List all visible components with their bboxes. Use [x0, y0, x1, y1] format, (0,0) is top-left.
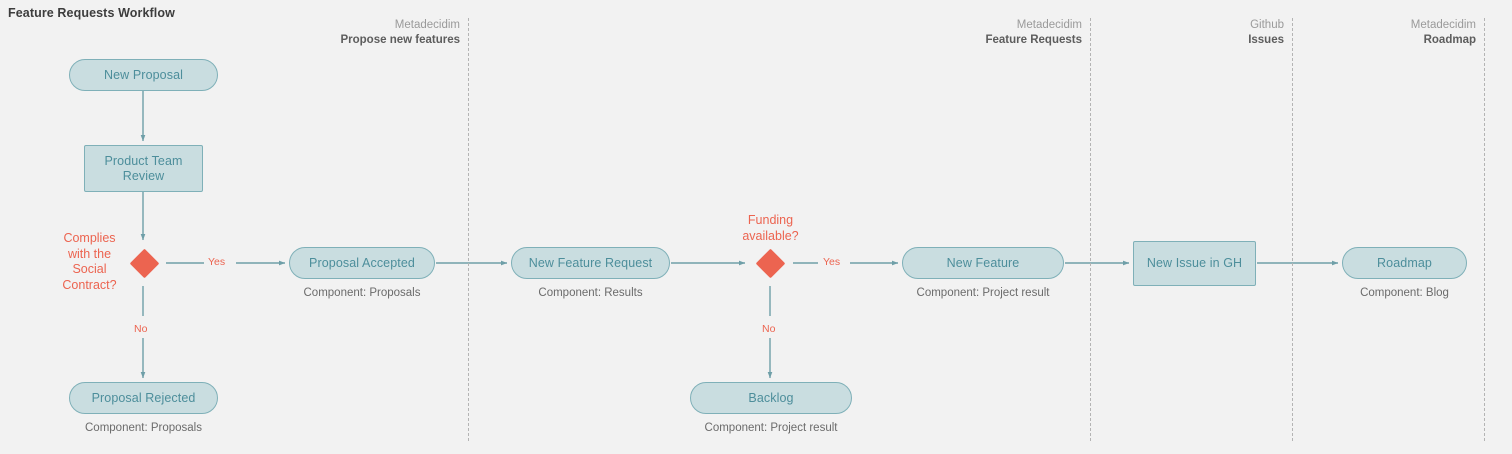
node-new-issue-in-gh[interactable]: New Issue in GH: [1133, 241, 1256, 286]
lane-divider-github-issues: [1292, 18, 1293, 441]
node-roadmap[interactable]: Roadmap: [1342, 247, 1467, 279]
edge-label-social-contract-yes: Yes: [208, 256, 226, 268]
node-label: Backlog: [748, 390, 794, 405]
node-new-proposal[interactable]: New Proposal: [69, 59, 218, 91]
node-caption-new-feature-request: Component: Results: [538, 287, 643, 299]
node-label: Proposal Accepted: [309, 255, 415, 270]
node-label: New Issue in GH: [1146, 256, 1243, 270]
node-caption-backlog: Component: Project result: [704, 422, 838, 434]
lane-divider-roadmap: [1484, 18, 1485, 441]
decision-question-funding-available: Funding available?: [742, 213, 799, 243]
lane-space-label: Issues: [1248, 34, 1284, 46]
lane-org-label: Metadecidim: [1016, 19, 1082, 31]
lane-org-label: Github: [1250, 19, 1284, 31]
node-backlog[interactable]: Backlog: [690, 382, 852, 414]
node-label: New Proposal: [103, 67, 183, 82]
node-caption-proposal-rejected: Component: Proposals: [85, 422, 202, 434]
node-product-team-review[interactable]: Product Team Review: [84, 145, 203, 192]
decision-diamond-funding-available[interactable]: [755, 248, 785, 278]
node-caption-proposal-accepted: Component: Proposals: [303, 287, 421, 299]
node-new-feature[interactable]: New Feature: [902, 247, 1064, 279]
lane-divider-propose-new-features: [468, 18, 469, 441]
page-title: Feature Requests Workflow: [8, 6, 175, 20]
lane-org-label: Metadecidim: [394, 19, 460, 31]
node-label: Roadmap: [1377, 255, 1432, 270]
node-proposal-rejected[interactable]: Proposal Rejected: [69, 382, 218, 414]
decision-diamond-complies-social-contract[interactable]: [129, 248, 159, 278]
node-new-feature-request[interactable]: New Feature Request: [511, 247, 670, 279]
edge-label-social-contract-no: No: [134, 323, 148, 335]
lane-space-label: Roadmap: [1423, 34, 1476, 46]
node-label: New Feature: [946, 255, 1020, 270]
node-label: Proposal Rejected: [91, 390, 196, 405]
lane-divider-feature-requests: [1090, 18, 1091, 441]
node-label: New Feature Request: [528, 255, 653, 270]
edge-label-funding-no: No: [762, 323, 776, 335]
lane-space-label: Feature Requests: [985, 34, 1082, 46]
edge-label-funding-yes: Yes: [823, 256, 841, 268]
node-caption-roadmap: Component: Blog: [1360, 287, 1449, 299]
decision-question-complies-social-contract: Complies with the Social Contract?: [62, 231, 117, 292]
node-caption-new-feature: Component: Project result: [916, 287, 1050, 299]
lane-space-label: Propose new features: [340, 34, 460, 46]
node-proposal-accepted[interactable]: Proposal Accepted: [289, 247, 435, 279]
node-label: Product Team Review: [104, 153, 183, 183]
lane-org-label: Metadecidim: [1410, 19, 1476, 31]
